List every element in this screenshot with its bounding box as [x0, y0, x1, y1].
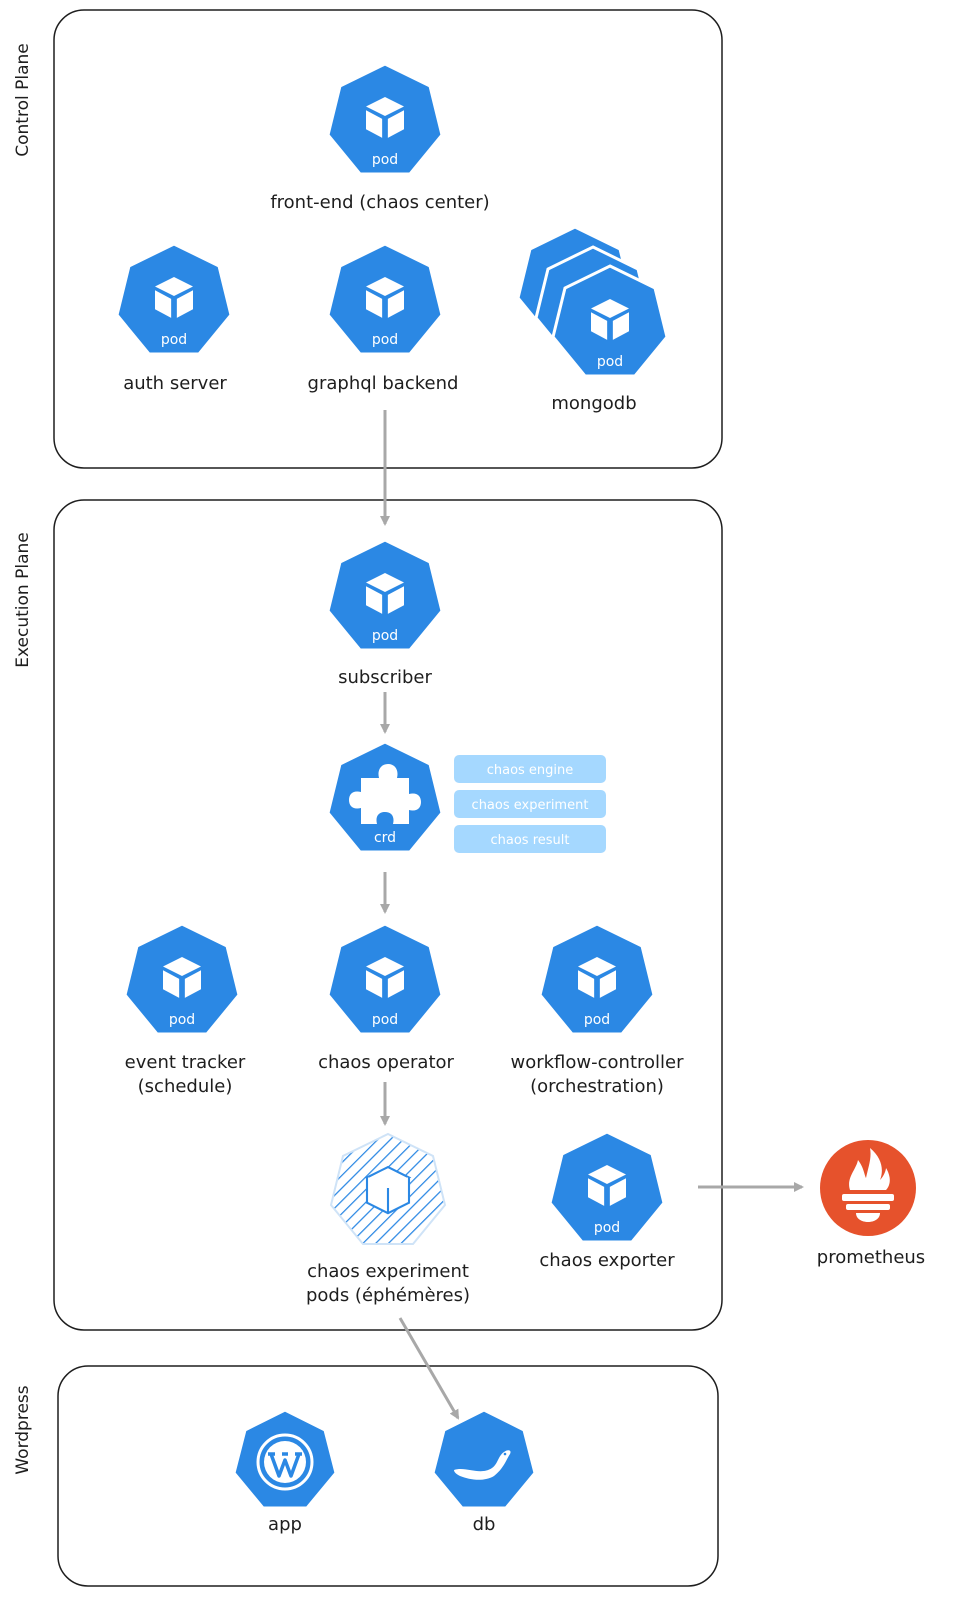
svg-text:pod: pod — [169, 1012, 195, 1028]
event-tracker-pod-icon: pod — [123, 922, 241, 1036]
workflow-controller-sublabel: (orchestration) — [530, 1076, 664, 1097]
chaos-experiment-label: chaos experiment — [307, 1261, 469, 1282]
crd-tag — [454, 790, 606, 818]
execution-plane-label: Execution Plane — [13, 532, 33, 667]
mongodb-label: mongodb — [551, 393, 636, 414]
control-plane-box — [53, 9, 723, 469]
crd-tag-label: chaos result — [491, 833, 570, 848]
wordpress-app-icon — [232, 1408, 338, 1510]
event-tracker-sublabel: (schedule) — [138, 1076, 233, 1097]
frontend-pod-icon: pod — [326, 62, 444, 176]
svg-text:pod: pod — [372, 152, 398, 168]
wordpress-label: Wordpress — [13, 1385, 33, 1474]
prometheus-label: prometheus — [817, 1247, 925, 1268]
control-plane-label: Control Plane — [13, 43, 33, 156]
workflow-controller-pod-icon: pod — [538, 922, 656, 1036]
frontend-label: front-end (chaos center) — [270, 192, 489, 213]
mongodb-pod-stack-icon: pod — [516, 225, 669, 378]
svg-text:pod: pod — [372, 628, 398, 644]
crd-tag-label: chaos experiment — [472, 798, 589, 813]
svg-text:pod: pod — [372, 332, 398, 348]
crd-tag-list: chaos engine chaos experiment chaos resu… — [454, 755, 606, 853]
svg-text:pod: pod — [372, 1012, 398, 1028]
graphql-pod-icon: pod — [326, 242, 444, 356]
chaos-exporter-pod-icon: pod — [548, 1130, 666, 1244]
graphql-label: graphql backend — [308, 373, 459, 394]
prometheus-icon — [820, 1140, 916, 1236]
chaos-exporter-label: chaos exporter — [539, 1250, 675, 1271]
chaos-experiment-pod-icon — [329, 1132, 447, 1245]
chaos-operator-label: chaos operator — [318, 1052, 454, 1073]
execution-plane-box — [53, 499, 723, 1331]
svg-text:pod: pod — [161, 332, 187, 348]
svg-text:pod: pod — [584, 1012, 610, 1028]
app-label: app — [268, 1514, 302, 1535]
chaos-operator-pod-icon: pod — [326, 922, 444, 1036]
wordpress-box — [57, 1365, 719, 1587]
db-label: db — [473, 1514, 496, 1535]
crd-tag — [454, 755, 606, 783]
subscriber-label: subscriber — [338, 667, 432, 688]
auth-pod-icon: pod — [115, 242, 233, 356]
crd-tag-label: chaos engine — [487, 763, 574, 778]
auth-label: auth server — [123, 373, 227, 394]
mariadb-db-icon — [431, 1408, 537, 1510]
event-tracker-label: event tracker — [125, 1052, 246, 1073]
crd-tag — [454, 825, 606, 853]
arrow-experiment-to-db — [398, 1317, 460, 1420]
subscriber-pod-icon: pod — [326, 538, 444, 652]
svg-text:pod: pod — [594, 1220, 620, 1236]
chaos-experiment-sublabel: pods (éphémères) — [306, 1285, 470, 1306]
svg-text:pod: pod — [597, 354, 623, 370]
svg-text:crd: crd — [374, 830, 396, 846]
crd-icon: crd — [326, 740, 444, 854]
workflow-controller-label: workflow-controller — [511, 1052, 685, 1073]
